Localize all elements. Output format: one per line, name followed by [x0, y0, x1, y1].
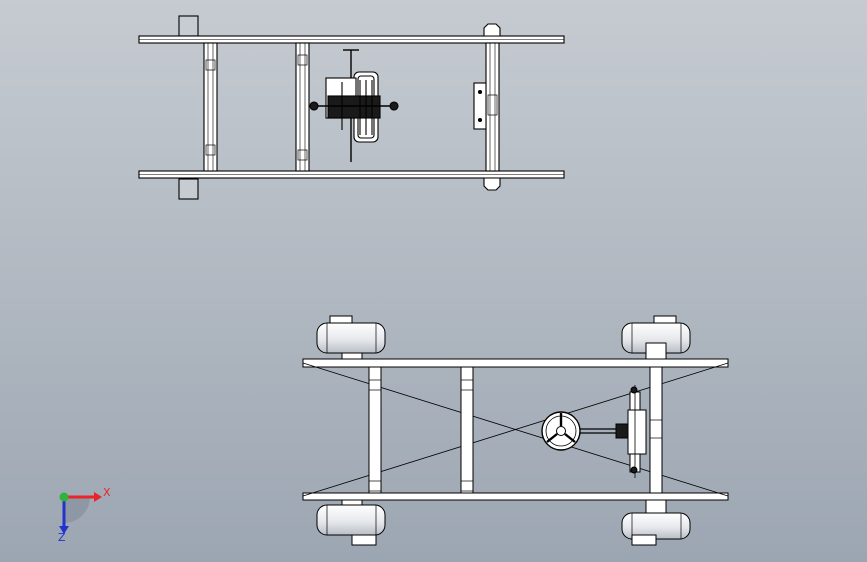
- x-axis-arrowhead: [94, 492, 102, 502]
- top-side-plate-bolt: [477, 89, 483, 95]
- triad-shadow: [64, 497, 90, 523]
- steering-wheel: [541, 411, 581, 451]
- top-crossmember-front: [203, 42, 218, 172]
- bottom-crossmember-rear: [649, 366, 663, 494]
- wheel-front-right: [621, 315, 691, 362]
- top-wheel-stub-lower: [178, 178, 199, 200]
- chassis-bottom-view[interactable]: [302, 315, 729, 546]
- top-side-plate-bolt: [477, 117, 483, 123]
- top-rail-lower: [138, 170, 565, 179]
- top-rail-upper: [138, 35, 565, 44]
- top-wheel-stub-upper: [178, 15, 199, 37]
- bottom-crossmember-middle: [460, 366, 474, 494]
- z-axis-arrowhead: [59, 526, 69, 534]
- x-axis-label: X: [103, 486, 111, 499]
- bottom-rail-upper: [302, 358, 729, 368]
- z-axis-label: Z: [58, 531, 66, 544]
- bottom-crossmember-front: [368, 366, 382, 494]
- wheel-rear-right: [621, 499, 691, 546]
- wheel-front-left: [316, 315, 386, 360]
- bottom-rail-lower: [302, 492, 729, 501]
- top-crossmember-rear: [485, 42, 500, 172]
- top-side-plate: [473, 82, 487, 130]
- top-mount-lower: [483, 177, 501, 191]
- top-mount-upper: [483, 23, 501, 37]
- chassis-top-view[interactable]: [138, 15, 565, 200]
- top-steering-assembly: [309, 49, 399, 162]
- top-crossmember-middle: [295, 42, 310, 172]
- y-axis-dot: [59, 492, 69, 502]
- wheel-rear-left: [316, 498, 386, 546]
- coordinate-triad: [59, 492, 102, 534]
